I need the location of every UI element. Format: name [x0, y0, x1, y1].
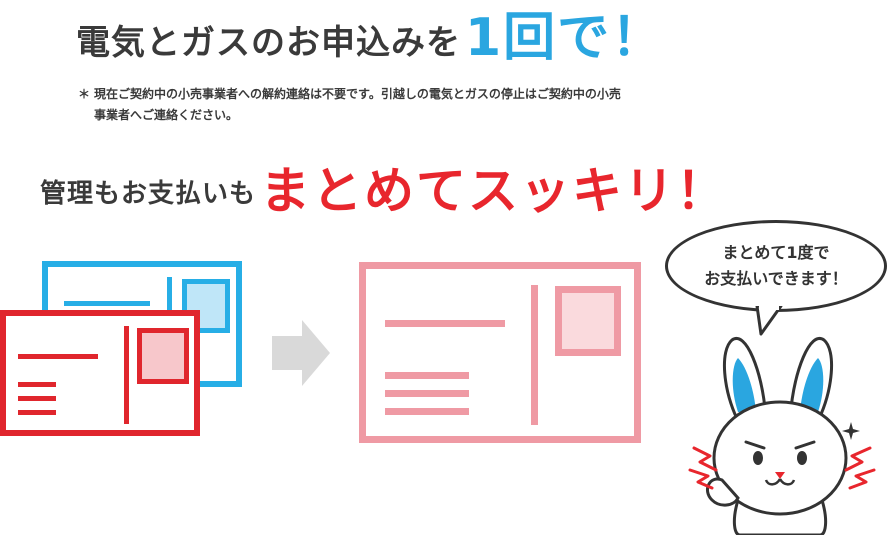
- address-line: [18, 396, 56, 401]
- card-divider: [124, 326, 129, 424]
- postcard-red-icon: [0, 310, 200, 436]
- stamp-icon: [137, 328, 189, 384]
- address-line: [18, 354, 98, 359]
- bubble-tail: [755, 306, 783, 336]
- postcard-combined-icon: [359, 262, 641, 443]
- address-line: [385, 408, 469, 415]
- headline-accent: 1回で！: [465, 8, 666, 68]
- arrow-right-icon: [272, 320, 330, 386]
- headline-main: 電気とガスのお申込みを: [76, 23, 461, 63]
- sparkle-icon: [842, 422, 860, 440]
- address-line: [64, 301, 150, 306]
- address-line: [385, 372, 469, 379]
- subheadline-accent: まとめてスッキリ！: [260, 162, 729, 220]
- footnote-line2: 事業者へご連絡ください。: [94, 108, 239, 122]
- card-divider: [167, 277, 172, 337]
- speech-bubble: まとめて1度で お支払いできます！: [665, 220, 887, 312]
- stamp-icon: [555, 286, 621, 356]
- address-line: [385, 390, 469, 397]
- subheadline: 管理もお支払いも まとめてスッキリ！: [40, 144, 728, 216]
- card-divider: [531, 285, 538, 425]
- headline: 電気とガスのお申込みを 1回で！: [76, 2, 665, 64]
- subheadline-main: 管理もお支払いも: [40, 179, 257, 209]
- footnote: ＊現在ご契約中の小売事業者への解約連絡は不要です。引越しの電気とガスの停止はご契…: [78, 84, 778, 126]
- address-line: [18, 382, 56, 387]
- rabbit-mascot-icon: [688, 337, 876, 535]
- bubble-line1: まとめて1度で: [722, 243, 830, 262]
- footnote-line1: 現在ご契約中の小売事業者への解約連絡は不要です。引越しの電気とガスの停止はご契約…: [94, 87, 621, 101]
- address-line: [385, 320, 505, 327]
- bubble-line2: お支払いできます！: [704, 269, 848, 288]
- address-line: [18, 410, 56, 415]
- asterisk-mark: ＊: [78, 87, 91, 101]
